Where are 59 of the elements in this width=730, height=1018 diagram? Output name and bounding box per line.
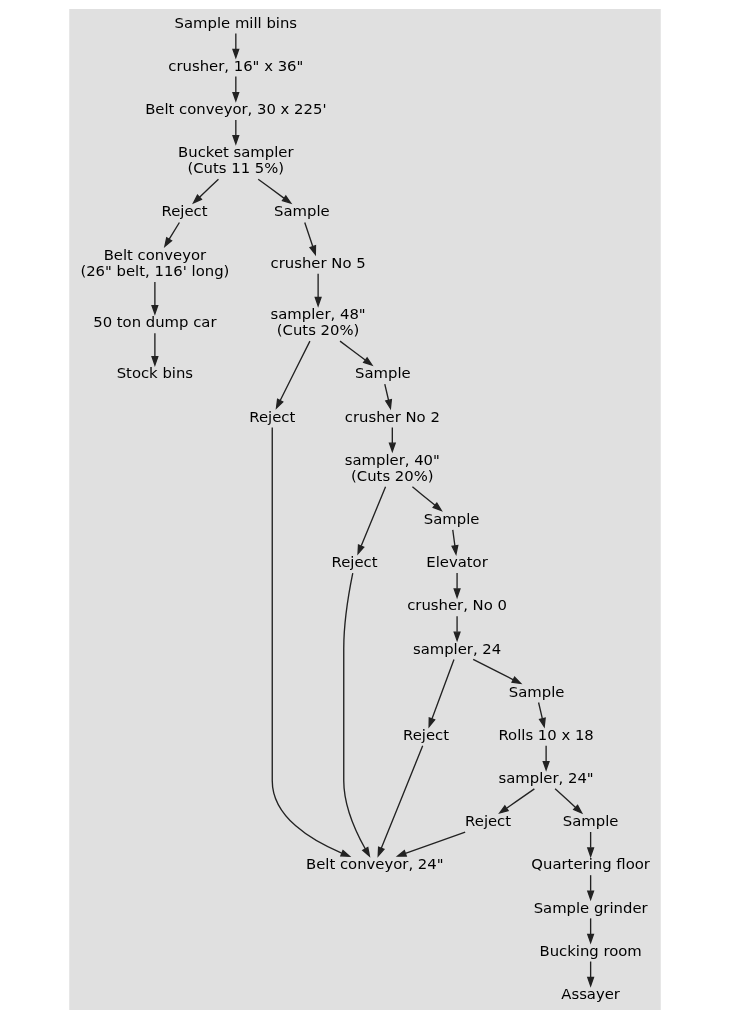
arrow bbox=[275, 339, 311, 410]
node-text: Sample grinder bbox=[533, 898, 648, 916]
arrow bbox=[163, 221, 181, 248]
node-text: Sample bbox=[274, 201, 330, 219]
arrow bbox=[192, 178, 220, 204]
arrow bbox=[232, 118, 240, 146]
arrow bbox=[343, 571, 371, 858]
node-text: Rolls 10 x 18 bbox=[498, 725, 594, 743]
arrow bbox=[232, 75, 240, 103]
arrow bbox=[151, 280, 159, 316]
node-text: crusher, 16" x 36" bbox=[168, 56, 304, 74]
node-text: Reject bbox=[161, 201, 208, 219]
arrow bbox=[554, 787, 584, 814]
node-text: Bucking room bbox=[539, 941, 642, 959]
arrow bbox=[257, 178, 293, 204]
arrow bbox=[384, 382, 393, 410]
arrow bbox=[451, 528, 459, 556]
arrow bbox=[453, 571, 461, 599]
arrow bbox=[377, 744, 424, 858]
arrow bbox=[537, 701, 546, 729]
node-text: Reject bbox=[331, 552, 378, 570]
node-text: sampler, 24" bbox=[498, 768, 594, 786]
arrow bbox=[542, 744, 550, 772]
node-text: sampler, 40" (Cuts 20%) bbox=[344, 450, 440, 484]
node-text: Sample bbox=[562, 811, 619, 829]
node-text: 50 ton dump car bbox=[93, 312, 217, 330]
node-text: crusher No 2 bbox=[344, 407, 440, 425]
node-text: Belt conveyor, 24" bbox=[306, 854, 444, 872]
node-text: sampler, 48" (Cuts 20%) bbox=[270, 304, 366, 338]
arrow bbox=[357, 485, 387, 555]
arrow bbox=[472, 658, 523, 684]
node-text: Reject bbox=[465, 811, 512, 829]
arrow bbox=[411, 485, 443, 512]
node-text: Sample bbox=[423, 509, 480, 527]
node-text: Sample mill bins bbox=[174, 13, 298, 31]
arrow bbox=[339, 339, 374, 366]
node-text: Elevator bbox=[426, 552, 488, 570]
node-text: Assayer bbox=[561, 984, 620, 1002]
node-text: Belt conveyor (26" belt, 116' long) bbox=[80, 245, 230, 279]
node-text: Reject bbox=[403, 725, 450, 743]
node-text: Quartering floor bbox=[531, 854, 650, 872]
node-text: Belt conveyor, 30 x 225' bbox=[145, 99, 327, 117]
arrow bbox=[271, 426, 352, 857]
arrow bbox=[498, 787, 536, 814]
node-text: crusher No 5 bbox=[270, 253, 366, 271]
arrow bbox=[304, 221, 317, 256]
node-text: Bucket sampler (Cuts 11 5%) bbox=[178, 142, 294, 176]
node-text: Stock bins bbox=[116, 363, 194, 381]
arrow bbox=[232, 32, 240, 60]
node-text: crusher, No 0 bbox=[407, 595, 507, 613]
node-text: Sample bbox=[508, 682, 565, 700]
arrow bbox=[314, 272, 322, 308]
arrow bbox=[428, 658, 455, 728]
arrow bbox=[151, 331, 159, 367]
arrow bbox=[395, 830, 466, 857]
arrow bbox=[453, 615, 461, 642]
node-text: Sample bbox=[355, 363, 411, 381]
node-text: sampler, 24 bbox=[412, 639, 502, 657]
node-text: Reject bbox=[249, 407, 296, 425]
